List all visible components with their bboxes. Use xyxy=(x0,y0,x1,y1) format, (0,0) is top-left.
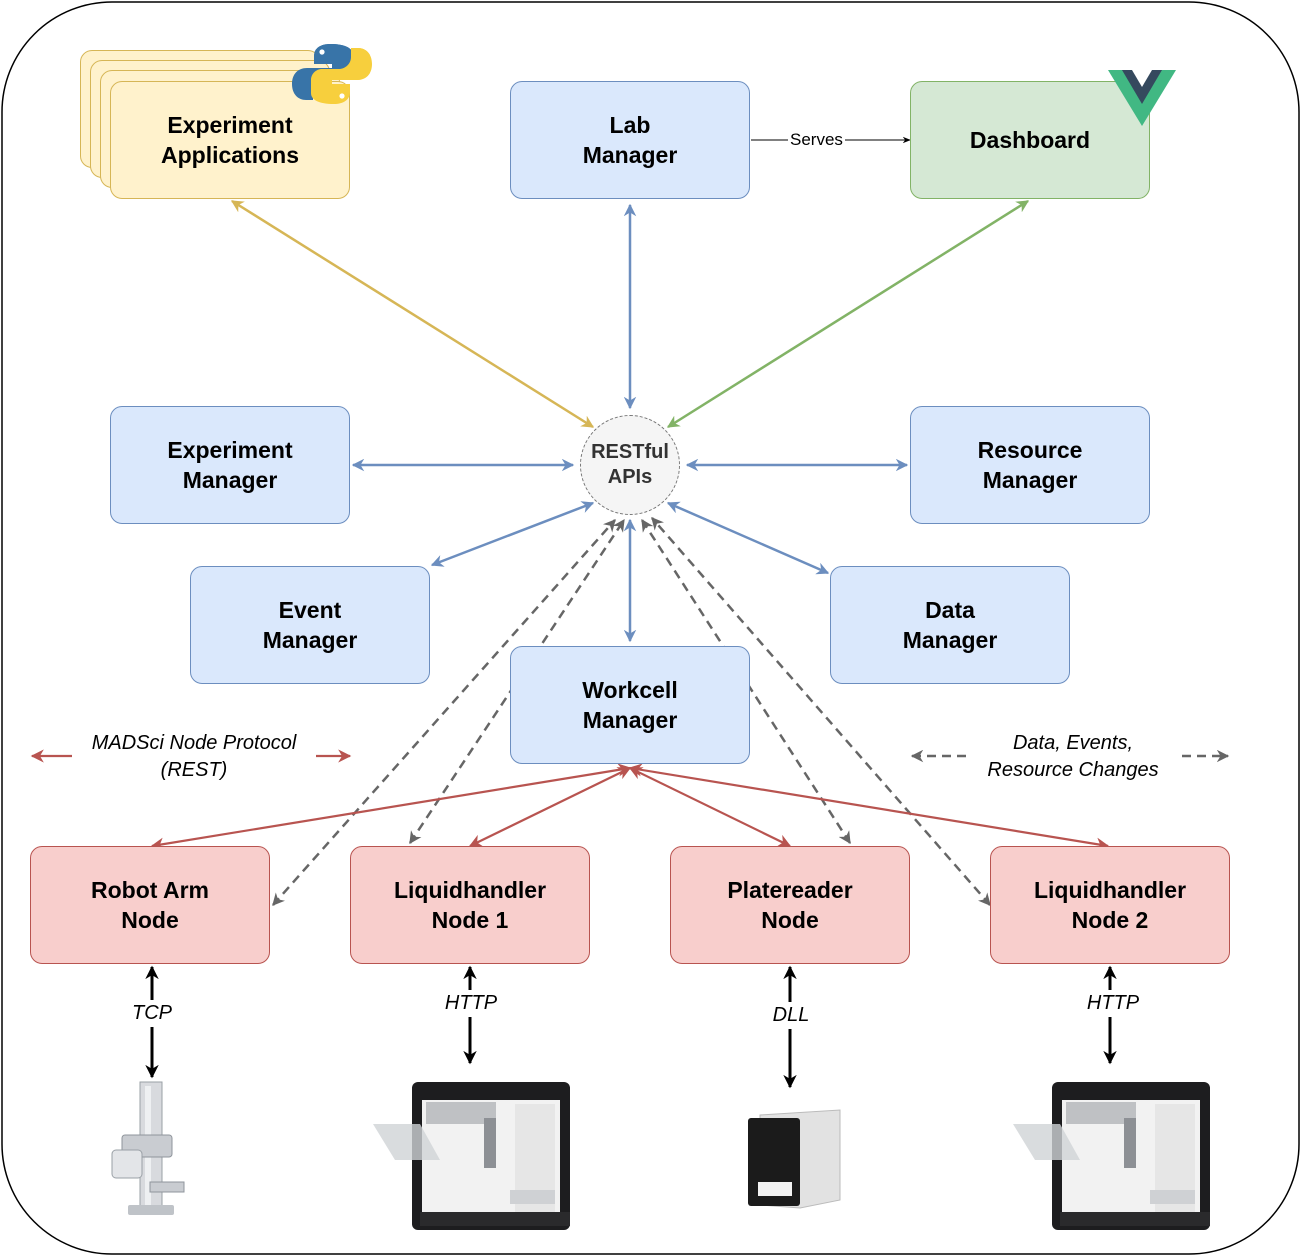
liquidhandler-2-data-line xyxy=(651,517,991,906)
liquidhandler-node-2-subtitle: Node 2 xyxy=(1071,907,1149,933)
legend-protocol-label: MADSci Node Protocol (REST) xyxy=(72,730,316,784)
tcp-label: TCP xyxy=(128,1000,176,1027)
resource-manager-subtitle: Manager xyxy=(982,467,1078,493)
event-manager-title: Event xyxy=(278,597,342,623)
legend-protocol-line-2: (REST) xyxy=(160,759,228,781)
liquidhandler-device-icon xyxy=(373,1082,570,1230)
dashboard-connector xyxy=(666,199,1030,429)
liquidhandler-node-2-title: Liquidhandler xyxy=(1033,877,1187,903)
vue-logo-icon xyxy=(1108,70,1176,126)
legend-protocol-line-1: MADSci Node Protocol xyxy=(91,732,297,754)
lab-manager-subtitle: Manager xyxy=(582,142,678,168)
restful-apis-subtitle: APIs xyxy=(607,466,653,488)
dashboard-title: Dashboard xyxy=(969,127,1091,153)
platereader-device-icon xyxy=(748,1109,841,1209)
experiment-manager-subtitle: Manager xyxy=(182,467,278,493)
platereader-node-subtitle: Node xyxy=(761,907,819,933)
workcell-manager-subtitle: Manager xyxy=(582,707,678,733)
legend-data-line-1: Data, Events, xyxy=(1012,732,1134,754)
liquidhandler-node-1-title: Liquidhandler xyxy=(393,877,547,903)
robot-arm-device-icon xyxy=(111,1081,185,1215)
experiment-applications-title: Experiment xyxy=(167,112,293,138)
event-manager-subtitle: Manager xyxy=(262,627,358,653)
platereader-node-title: Platereader xyxy=(727,877,853,903)
restful-apis-title: RESTful xyxy=(591,441,669,463)
workcell-manager-title: Workcell xyxy=(582,677,678,703)
event-manager-connector xyxy=(430,501,595,567)
http-label-2: HTTP xyxy=(1082,990,1144,1017)
dashboard-box: Dashboard xyxy=(910,81,1150,199)
liquidhandler-1-protocol-line xyxy=(468,767,632,847)
data-manager-subtitle: Manager xyxy=(902,627,998,653)
data-manager-title: Data xyxy=(925,597,975,623)
liquidhandler-node-1-subtitle: Node 1 xyxy=(431,907,509,933)
platereader-protocol-line xyxy=(628,767,792,847)
http-label-1: HTTP xyxy=(440,990,502,1017)
liquidhandler-2-protocol-line xyxy=(628,763,1110,851)
experiment-manager-title: Experiment xyxy=(167,437,293,463)
robot-arm-node-subtitle: Node xyxy=(121,907,179,933)
legend-data-label: Data, Events, Resource Changes xyxy=(968,730,1178,784)
experiment-applications-subtitle: Applications xyxy=(160,142,299,168)
python-logo-icon xyxy=(292,44,370,104)
serves-label: Serves xyxy=(788,130,845,150)
resource-manager-title: Resource xyxy=(977,437,1083,463)
legend-data-line-2: Resource Changes xyxy=(987,759,1159,781)
dll-label: DLL xyxy=(768,1002,814,1029)
robot-arm-node-title: Robot Arm xyxy=(91,877,209,903)
liquidhandler-device-icon xyxy=(1013,1082,1210,1230)
experiment-applications-connector xyxy=(230,199,595,429)
lab-manager-title: Lab xyxy=(609,112,651,138)
